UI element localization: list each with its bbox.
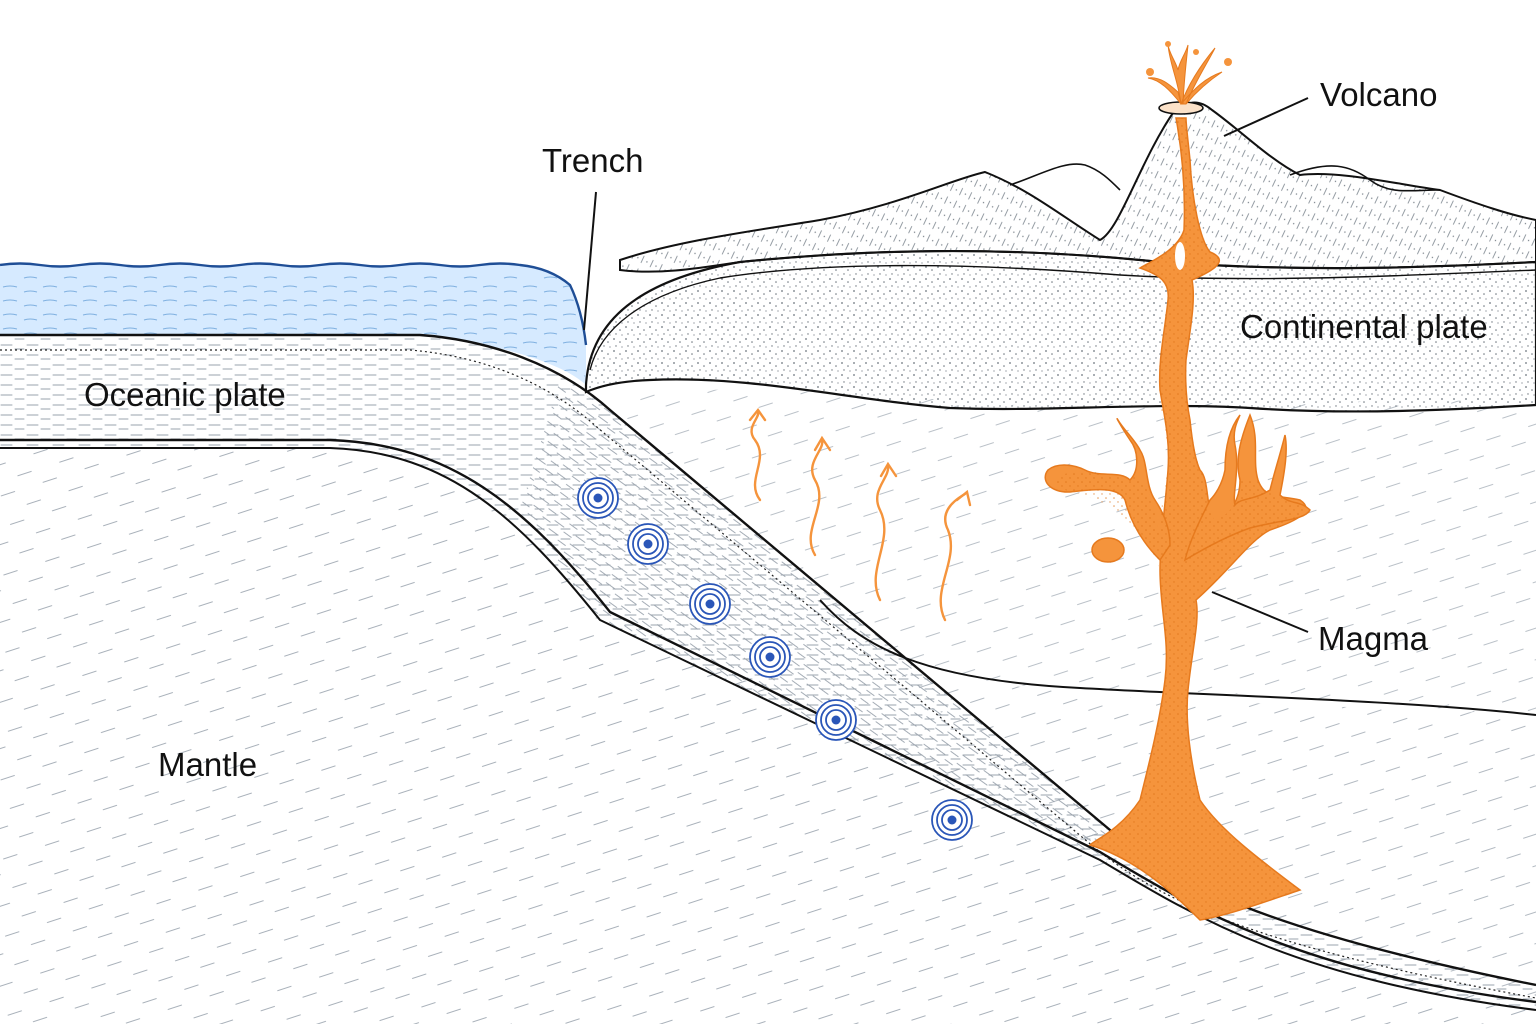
- ocean-ripples: [0, 275, 586, 385]
- seismic-ring: [825, 709, 847, 731]
- volcano-leader-line: [1223, 97, 1309, 137]
- seismic-focus: [931, 799, 973, 841]
- seismic-focus: [815, 699, 857, 741]
- heat-arrow-head: [748, 407, 767, 422]
- seismic-ring: [820, 704, 852, 736]
- seismic-center: [705, 599, 715, 609]
- seismic-ring: [699, 593, 721, 615]
- heat-arrow: [939, 492, 967, 622]
- seismic-center: [831, 715, 841, 725]
- seismic-ring: [936, 804, 968, 836]
- magma-texture: [1056, 118, 1310, 920]
- heat-arrow: [874, 464, 890, 602]
- heat-arrows: [748, 407, 972, 622]
- continental-lower-boundary: [819, 599, 1536, 716]
- heat-arrow: [809, 438, 824, 557]
- lava-drop-1: [1146, 68, 1154, 76]
- heat-arrow-head: [879, 461, 898, 478]
- magma-blob: [1091, 537, 1125, 563]
- seismic-focus: [577, 477, 619, 519]
- seismic-foci: [577, 477, 973, 841]
- seismic-focus: [749, 636, 791, 678]
- wedge-texture: [600, 389, 1536, 720]
- seismic-ring: [637, 533, 659, 555]
- secondary-peak-right: [1289, 165, 1441, 192]
- heat-arrow-head: [955, 489, 972, 507]
- seismic-ring: [759, 646, 781, 668]
- eruption-plume: [1147, 44, 1223, 105]
- seismic-center: [947, 815, 957, 825]
- slab-texture: [520, 380, 1110, 860]
- trench-label: Trench: [542, 142, 643, 179]
- seismic-ring: [632, 528, 664, 560]
- oceanic-plate-base: [0, 447, 1536, 1011]
- ocean-surface-line: [0, 262, 588, 346]
- lava-drop-4: [1165, 41, 1171, 47]
- conduit-gap: [1175, 242, 1185, 270]
- mountain-range: [619, 101, 1536, 273]
- heat-arrow: [750, 410, 762, 502]
- seismic-ring: [582, 482, 614, 514]
- seismic-ring: [941, 809, 963, 831]
- volcano-label: Volcano: [1320, 76, 1437, 113]
- seismic-ring: [694, 588, 726, 620]
- lava-drop-2: [1224, 58, 1232, 66]
- oceanic-plate-label: Oceanic plate: [84, 376, 286, 413]
- heat-arrow-head: [813, 435, 832, 452]
- lava-drop-3: [1193, 49, 1199, 55]
- magma-label: Magma: [1318, 620, 1429, 657]
- seismic-center: [765, 652, 775, 662]
- seismic-focus: [689, 583, 731, 625]
- seismic-ring: [587, 487, 609, 509]
- continental-inner-line: [589, 264, 1536, 371]
- magma-leader-line: [1211, 591, 1309, 633]
- oceanic-plate-bottom: [0, 438, 1536, 1004]
- continental-plate-label: Continental plate: [1240, 308, 1488, 345]
- mantle-label: Mantle: [158, 746, 257, 783]
- trench-leader-line: [583, 191, 597, 331]
- secondary-peak-left: [1009, 163, 1121, 191]
- seismic-ring: [754, 641, 786, 673]
- seismic-center: [643, 539, 653, 549]
- seismic-center: [593, 493, 603, 503]
- seismic-focus: [627, 523, 669, 565]
